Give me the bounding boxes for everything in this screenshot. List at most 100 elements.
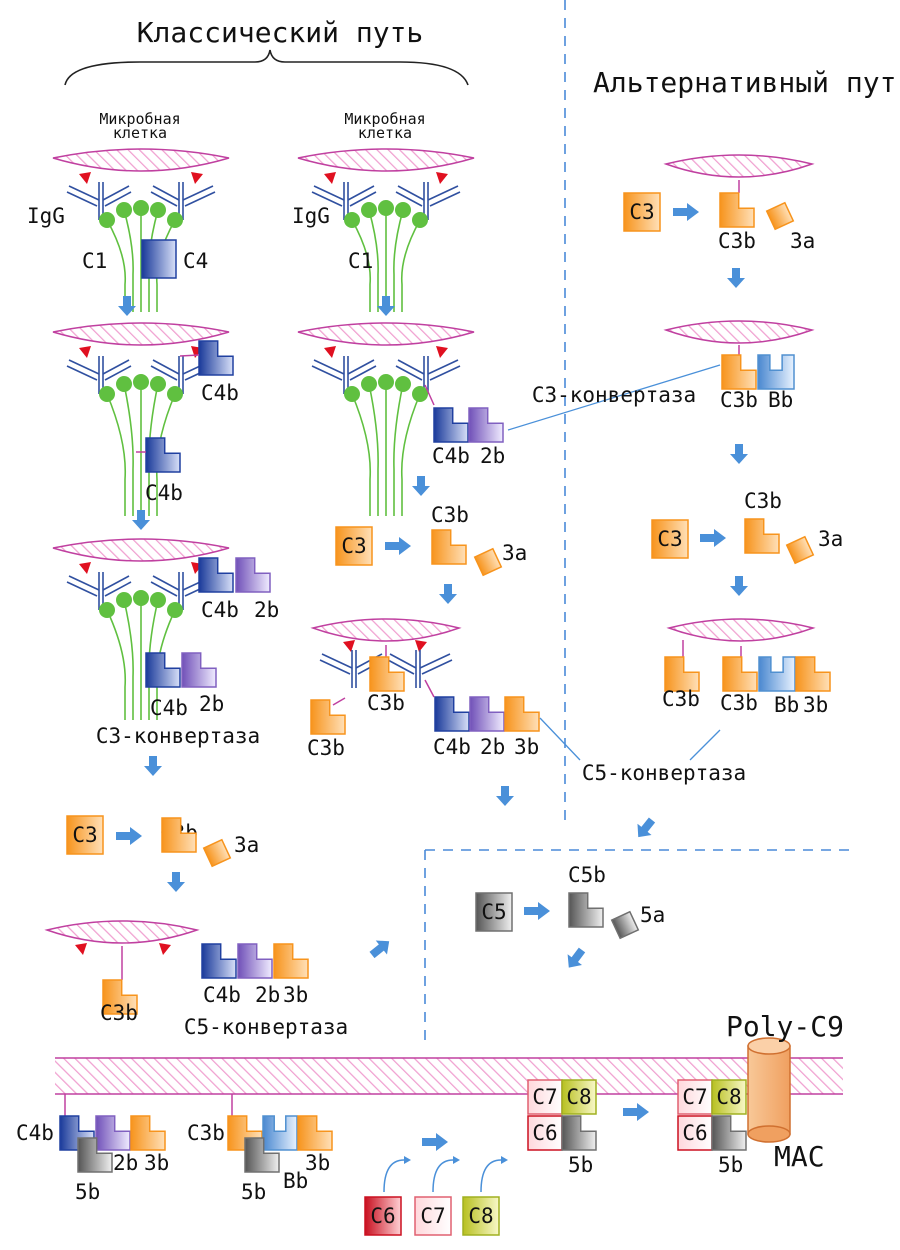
c3b-protein [102, 979, 138, 1015]
c4b-label: C4b [150, 696, 188, 720]
antibody-arm [150, 365, 178, 381]
c2b-protein [181, 652, 217, 688]
c3b-label: C3b [307, 736, 345, 760]
antibody-arm [321, 653, 353, 669]
c1-head-icon [395, 202, 411, 218]
poly-c9-bottom [747, 1125, 791, 1143]
c3a-label: 3a [790, 229, 815, 253]
c8-protein [462, 1196, 500, 1236]
arrow-down-icon [730, 444, 748, 464]
antibody-arm [397, 359, 425, 375]
c2b-label: 2b [255, 983, 280, 1007]
igg-antibody [395, 182, 461, 220]
c5b-short-label: 5b [75, 1180, 100, 1204]
c4b-label: C4b [203, 983, 241, 1007]
c5b-protein [568, 892, 604, 928]
antibody-arm [313, 185, 345, 201]
c1-head-icon [150, 592, 166, 608]
c3b-protein [130, 1115, 166, 1151]
antigen-icon [343, 640, 355, 652]
microbe-cell [663, 320, 815, 344]
c1-complex [344, 200, 428, 312]
c1-stalk [351, 393, 372, 516]
c1-head-icon [150, 376, 166, 392]
arrow-down-icon [412, 476, 430, 496]
mac-label: MAC [774, 1140, 825, 1173]
c1-stalk [123, 383, 134, 516]
arrow-right-icon [524, 902, 550, 920]
antibody-arm [104, 191, 132, 207]
arrow-shape [637, 817, 656, 838]
c6-label: C6 [370, 1204, 395, 1228]
c3b-label: C3b [431, 503, 469, 527]
c2b-protein [235, 557, 271, 593]
c3a-label: 3a [818, 527, 843, 551]
c4b-protein [433, 407, 469, 443]
c5a-label: 5a [640, 903, 665, 927]
antibody-arm [421, 659, 453, 675]
antibody-arm [427, 359, 459, 375]
c5b-protein [711, 1115, 747, 1151]
c5b-short-label: 5b [241, 1180, 266, 1204]
antibody-arm [102, 359, 130, 375]
bb-label: Bb [774, 693, 799, 717]
antibody-arm [66, 365, 98, 381]
antibody-arm [349, 365, 377, 381]
c1-label: C1 [348, 249, 373, 273]
antigen-icon [436, 346, 448, 358]
c3a-fragment [473, 547, 503, 577]
c3-label: C3 [629, 200, 654, 224]
arrow-down-icon [439, 584, 457, 604]
c1-head-icon [116, 202, 132, 218]
c3b-short-label: 3b [803, 693, 828, 717]
c3b-label: C3b [367, 691, 405, 715]
c3b-short-label: 3b [514, 735, 539, 759]
c1-stalk [368, 383, 379, 516]
c1-complex [99, 374, 183, 516]
c5-convertase-pointer [539, 717, 581, 761]
antigen-icon [415, 640, 427, 652]
arrow-shape [369, 940, 390, 959]
microbe-cell-label: Микробная [344, 110, 425, 128]
c5b-protein [561, 1115, 597, 1151]
c4-label: C4 [183, 249, 208, 273]
arrow-down-icon [377, 296, 395, 316]
antibody-arm [347, 185, 375, 201]
c3b-label: C3b [718, 229, 756, 253]
curved-arrow-head [404, 1156, 411, 1164]
c4b-label: C4b [433, 735, 471, 759]
antibody-arm [102, 575, 130, 591]
c1-stalk [400, 393, 421, 516]
c6-protein [364, 1196, 402, 1236]
microbe-cell [666, 618, 816, 642]
curved-arrow-icon [480, 1159, 502, 1193]
arrow-down-icon [144, 756, 162, 776]
c4b-label: C4b [201, 381, 239, 405]
bb-label: Bb [768, 388, 793, 412]
c1-head-icon [99, 212, 115, 228]
poly-c9-pore [747, 1045, 791, 1135]
antigen-icon [324, 346, 336, 358]
c5-convertase-pointer [689, 729, 721, 761]
antibody-arm [427, 185, 459, 201]
c3b-protein [722, 656, 758, 692]
c5-label: C5 [481, 900, 506, 924]
c1-stalk [106, 219, 127, 312]
arrow-down-icon [496, 786, 514, 806]
igg-antibody [66, 572, 132, 610]
c6-protein [677, 1115, 713, 1151]
antibody-arm [150, 191, 178, 207]
c6-label: C6 [682, 1121, 707, 1145]
curved-arrow-icon [432, 1159, 454, 1193]
c7-protein [677, 1079, 713, 1115]
c3-convertase-label: C3-конвертаза [96, 724, 260, 748]
antibody-arm [429, 365, 461, 381]
c1-head-icon [167, 386, 183, 402]
poly-c9-top [747, 1037, 791, 1055]
antibody-arm [68, 359, 100, 375]
c1-stalk [123, 599, 134, 720]
microbe-cell-label: Микробная [99, 110, 180, 128]
c2b-label: 2b [254, 598, 279, 622]
arrow-down-icon [730, 576, 748, 596]
c4b-protein-stalk [145, 437, 181, 473]
